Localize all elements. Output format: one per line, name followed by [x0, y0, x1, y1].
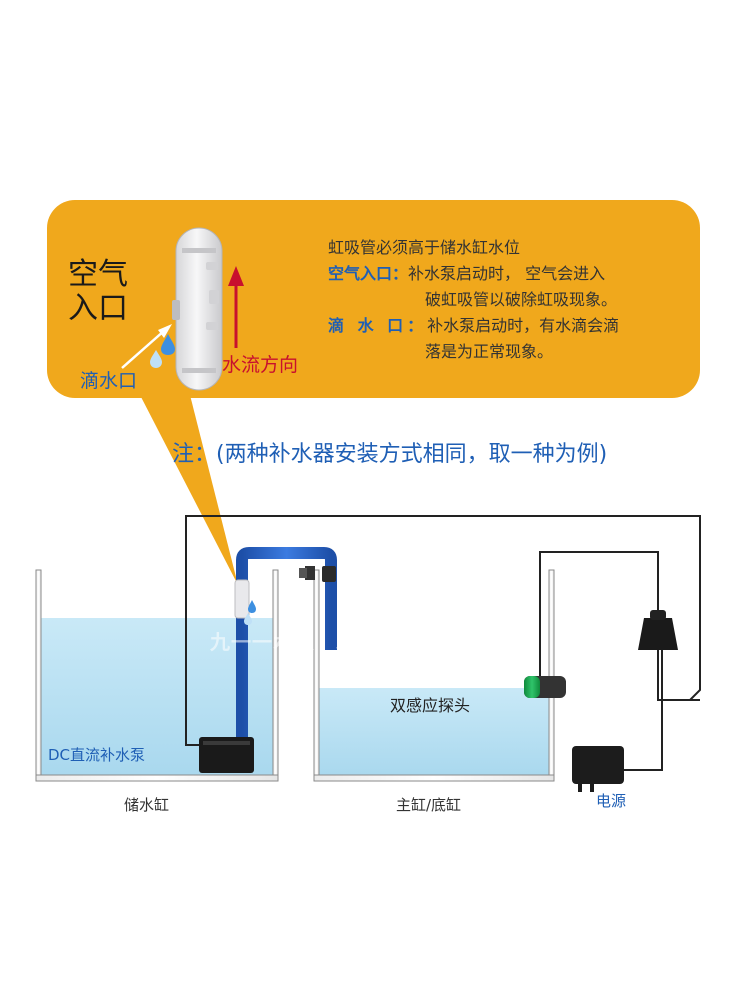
main-tank — [313, 569, 555, 782]
drip-outlet-label: 滴水口 — [80, 370, 138, 392]
callout-pointer — [140, 395, 238, 585]
siphon-pipe — [234, 547, 337, 745]
air-inlet-label: 空气 入口 — [68, 257, 128, 326]
pump-icon — [199, 737, 254, 773]
water-drop-icon — [248, 600, 256, 613]
controller-icon — [638, 610, 678, 650]
reservoir-label: 储水缸 — [124, 796, 170, 814]
callout-drip-line1: 滴 水 口：补水泵启动时，有水滴会滴 — [328, 316, 620, 335]
watermark: 九一一水族 承诺：全店商品保真 — [210, 630, 525, 654]
drip-term: 滴 水 口： — [328, 316, 428, 335]
main-tank-label: 主缸/底缸 — [396, 796, 462, 814]
water-drop-icon — [150, 350, 162, 368]
sensor-label: 双感应探头 — [390, 696, 471, 715]
water-drop-icon — [161, 334, 175, 355]
pipe-holder-clip — [299, 566, 336, 582]
power-adapter-icon — [572, 746, 624, 792]
reservoir-tank — [35, 569, 279, 782]
power-cable — [622, 650, 663, 771]
callout-note: 虹吸管必须高于储水缸水位 — [328, 238, 521, 257]
install-note: 注：(两种补水器安装方式相同，取一种为例) — [172, 442, 608, 467]
callout-air-line2: 破虹吸管以破除虹吸现象。 — [425, 290, 618, 309]
siphon-breaker-icon — [172, 227, 223, 391]
sensor-probe-icon — [524, 676, 566, 698]
callout-drip-line2: 落是为正常现象。 — [425, 342, 554, 361]
callout-air-line1: 空气入口：补水泵启动时， 空气会进入 — [328, 264, 606, 283]
pump-label: DC直流补水泵 — [48, 746, 146, 764]
sensor-cable — [539, 551, 659, 690]
power-label: 电源 — [596, 792, 627, 810]
control-cable — [185, 515, 701, 746]
flow-direction-arrow-icon — [228, 266, 244, 348]
main-tank-water — [318, 688, 550, 776]
siphon-breaker-mini-icon — [234, 579, 250, 619]
flow-direction-label: 水流方向 — [222, 354, 299, 376]
pointer-arrow-icon — [121, 324, 172, 369]
air-inlet-term: 空气入口： — [328, 264, 409, 283]
